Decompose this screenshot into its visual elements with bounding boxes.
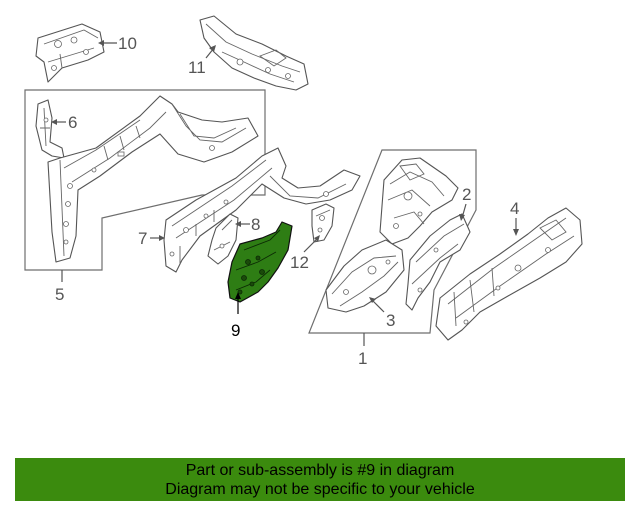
part-12-plate[interactable] (311, 203, 335, 243)
callout-7: 7 (138, 229, 165, 248)
callout-9: 9 (231, 292, 241, 340)
callout-10-label: 10 (118, 34, 137, 53)
callout-5-label: 5 (55, 285, 64, 304)
group-5-frame (24, 89, 266, 271)
part-9-highlighted-bracket[interactable] (227, 221, 293, 303)
callout-1-label: 1 (358, 349, 367, 368)
banner-line-2: Diagram may not be specific to your vehi… (165, 481, 475, 498)
callout-2: 2 (459, 185, 471, 221)
callout-3-label: 3 (386, 311, 395, 330)
callout-4-label: 4 (510, 199, 519, 218)
callout-4: 4 (510, 199, 519, 236)
callout-9-label: 9 (231, 321, 240, 340)
callout-6: 6 (51, 113, 77, 132)
part-6-gusset[interactable] (35, 99, 65, 159)
group-1-frame (308, 149, 477, 334)
callout-2-label: 2 (462, 185, 471, 204)
callout-5: 5 (55, 270, 64, 304)
callout-3: 3 (369, 297, 395, 330)
callout-11: 11 (188, 45, 216, 77)
banner-line-1: Part or sub-assembly is #9 in diagram (185, 462, 455, 479)
parts-diagram: 10 11 6 (24, 15, 583, 368)
callout-12: 12 (290, 235, 320, 272)
callout-6-label: 6 (68, 113, 77, 132)
part-4-side-member[interactable] (435, 207, 583, 341)
part-7-lower-rail[interactable] (163, 147, 361, 273)
part-11-rail-reinforcement[interactable] (199, 15, 309, 91)
callout-8-label: 8 (251, 215, 260, 234)
part-8-bracket[interactable] (207, 213, 239, 265)
part-1-strut-tower[interactable] (379, 157, 459, 245)
callout-10: 10 (98, 34, 137, 53)
info-banner: Part or sub-assembly is #9 in diagram Di… (15, 458, 625, 501)
part-2-panel[interactable] (405, 213, 471, 311)
callout-12-label: 12 (290, 253, 309, 272)
callout-8: 8 (235, 215, 260, 234)
callout-7-label: 7 (138, 229, 147, 248)
callout-1: 1 (358, 333, 367, 368)
part-3-apron[interactable] (325, 239, 405, 313)
callout-11-label: 11 (188, 58, 206, 77)
part-5-side-member[interactable] (47, 95, 259, 263)
part-10-bracket[interactable] (35, 23, 105, 83)
